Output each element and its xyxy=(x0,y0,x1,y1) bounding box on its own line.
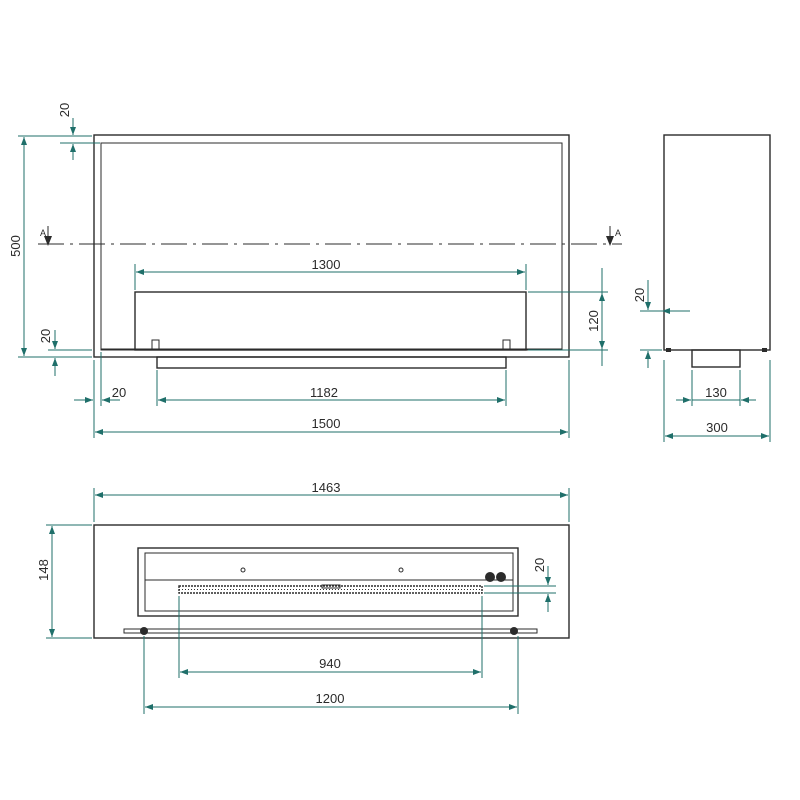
dim-1500-label: 1500 xyxy=(312,416,341,431)
side-foot-left xyxy=(666,348,671,352)
side-base xyxy=(691,349,741,368)
base-plinth xyxy=(156,356,507,369)
dim-148-label: 148 xyxy=(36,559,51,581)
dim-500-label: 500 xyxy=(8,235,23,257)
top-opening-outer xyxy=(137,547,519,617)
front-inner-frame xyxy=(100,142,563,351)
side-body xyxy=(663,134,771,351)
screw-hole-left xyxy=(240,567,246,573)
burner-foot-left xyxy=(151,339,160,351)
section-arrowhead-left xyxy=(44,236,52,246)
rail-post-left xyxy=(140,627,148,635)
control-knob-left xyxy=(485,572,495,582)
dim-1182-label: 1182 xyxy=(310,385,338,400)
top-opening-inner xyxy=(144,552,514,612)
dim-1200-label: 1200 xyxy=(316,691,345,706)
section-label-left: A xyxy=(40,228,46,238)
burner-foot-right xyxy=(502,339,511,351)
glass-rail xyxy=(123,628,538,634)
dim-20-slot-label: 20 xyxy=(532,558,547,572)
top-view: 1463 148 20 940 1200 xyxy=(36,480,570,714)
dim-940-label: 940 xyxy=(319,656,341,671)
rail-post-right xyxy=(510,627,518,635)
dim-120-label: 120 xyxy=(586,310,601,332)
dim-20-bottom-label: 20 xyxy=(38,329,53,343)
dim-300-label: 300 xyxy=(706,420,728,435)
side-view: 20 130 300 xyxy=(632,134,771,442)
dim-20-top-label: 20 xyxy=(57,103,72,117)
screw-hole-right xyxy=(398,567,404,573)
burner-box xyxy=(134,291,527,351)
dim-1300-label: 1300 xyxy=(312,257,341,272)
section-arrowhead-right xyxy=(606,236,614,246)
dim-130-label: 130 xyxy=(705,385,727,400)
section-label-right: A xyxy=(615,228,621,238)
slot-lid-handle xyxy=(321,584,341,589)
front-view: A A 500 20 20 1300 120 xyxy=(8,103,622,438)
top-outer-frame xyxy=(93,524,570,639)
dim-20-sideview-label: 20 xyxy=(632,288,647,302)
front-outer-frame xyxy=(93,134,570,358)
dim-1463-label: 1463 xyxy=(312,480,341,495)
side-foot-right xyxy=(762,348,767,352)
control-knob-right xyxy=(496,572,506,582)
dim-20-side-label: 20 xyxy=(112,385,126,400)
